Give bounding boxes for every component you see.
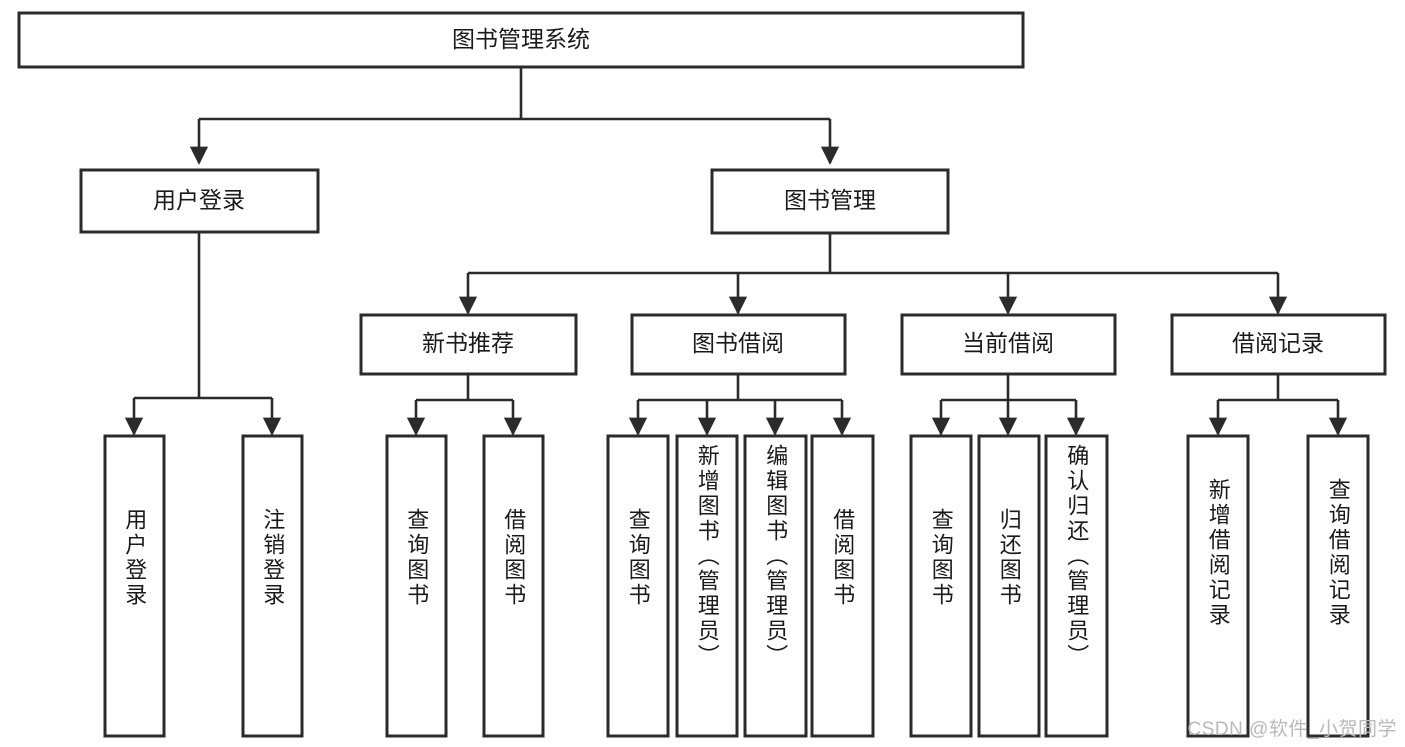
node-borrow-record-label: 借阅记录 [1232,330,1324,356]
leaf-query-book-2-box[interactable] [606,434,670,738]
connector-group-user-login [124,232,282,436]
node-book-borrow[interactable]: 图书借阅 [630,313,847,376]
node-root-box[interactable] [17,11,1025,69]
node-current-borrow[interactable]: 当前借阅 [900,313,1117,376]
node-new-book-recommend-label: 新书推荐 [422,330,514,356]
node-borrow-record[interactable]: 借阅记录 [1170,313,1387,376]
leaf-return-book-box[interactable] [977,434,1041,738]
node-book-management[interactable]: 图书管理 [710,168,950,235]
node-book-management-label: 图书管理 [784,187,876,213]
node-user-login[interactable]: 用户登录 [79,168,320,234]
connector-group-root [189,67,840,165]
node-root[interactable]: 图书管理系统 [17,11,1025,69]
node-new-book-recommend-box[interactable] [359,313,578,376]
leaf-confirm-return-box[interactable] [1044,434,1109,738]
leaf-boxes [103,434,1370,738]
connector-group-new-book-recommend [406,374,523,436]
node-user-login-box[interactable] [79,168,320,234]
connector-group-borrow-record [1208,374,1348,436]
csdn-watermark: CSDN @软件_小贺同学 [1187,719,1397,740]
leaf-user-login-box[interactable] [103,434,166,738]
leaf-logout-login-box[interactable] [241,434,304,738]
node-current-borrow-label: 当前借阅 [962,330,1054,356]
leaf-query-book-1-box[interactable] [385,434,448,738]
node-current-borrow-box[interactable] [900,313,1117,376]
leaf-borrow-book-1-box[interactable] [482,434,545,738]
connector-group-book-management [458,233,1288,315]
node-root-label: 图书管理系统 [452,26,590,52]
node-book-borrow-box[interactable] [630,313,847,376]
connector-group-current-borrow [931,374,1086,436]
node-book-borrow-label: 图书借阅 [692,330,784,356]
node-borrow-record-box[interactable] [1170,313,1387,376]
node-new-book-recommend[interactable]: 新书推荐 [359,313,578,376]
leaf-borrow-book-2-box[interactable] [810,434,875,738]
connector-group-book-borrow [628,374,852,436]
leaf-edit-book-box[interactable] [743,434,808,738]
node-book-management-box[interactable] [710,168,950,235]
leaf-add-record-box[interactable] [1186,434,1250,738]
node-user-login-label: 用户登录 [153,187,245,213]
leaf-add-book-box[interactable] [675,434,739,738]
leaf-query-book-3-box[interactable] [909,434,973,738]
leaf-query-record-box[interactable] [1306,434,1370,738]
